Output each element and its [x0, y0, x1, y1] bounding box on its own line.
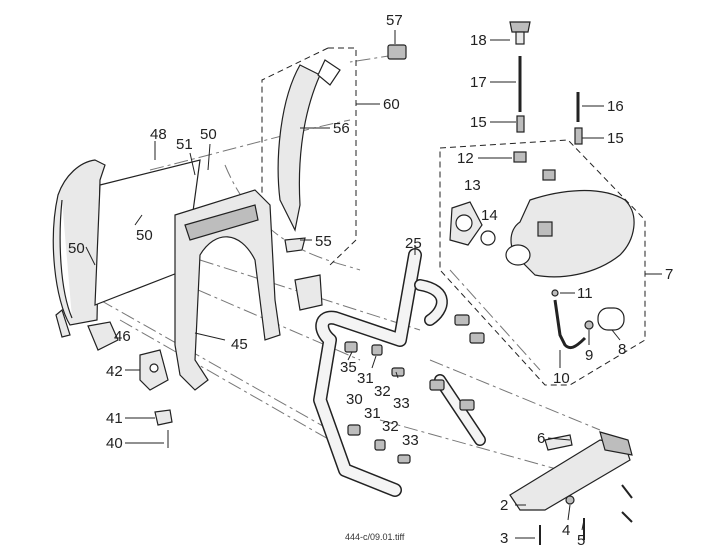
callout-45: 45	[231, 336, 248, 353]
callout-60: 60	[383, 96, 400, 113]
shoulder-strap	[277, 59, 341, 311]
bracket-60	[261, 47, 357, 266]
callout-2: 2	[500, 497, 508, 514]
screw-base-right-1	[621, 484, 633, 499]
callout-33-upper: 33	[393, 395, 410, 412]
callout-13: 13	[464, 177, 481, 194]
fuel-line	[553, 299, 587, 350]
callout-32-upper: 32	[374, 383, 391, 400]
callout-15-left: 15	[470, 114, 487, 131]
callout-50-mid: 50	[136, 227, 153, 244]
bent-tube	[313, 248, 486, 497]
callout-31-lower: 31	[364, 405, 381, 422]
strap-buckle	[387, 44, 407, 60]
connector-15a	[516, 115, 525, 133]
callout-50-left: 50	[68, 240, 85, 257]
grommet-12b	[542, 169, 556, 181]
connector-15b	[574, 127, 583, 145]
clamp-9	[584, 320, 594, 330]
callout-12: 12	[457, 150, 474, 167]
callout-11: 11	[577, 285, 593, 302]
callout-57: 57	[386, 12, 403, 29]
grommet-41	[154, 409, 173, 426]
backpack-frame	[174, 189, 281, 391]
callout-33-lower: 33	[402, 432, 419, 449]
callout-50-top: 50	[200, 126, 217, 143]
callout-8: 8	[618, 341, 626, 358]
callout-14: 14	[481, 207, 498, 224]
hardware-clamps	[344, 314, 485, 464]
handle-bracket	[139, 349, 169, 391]
clamp-11	[551, 289, 559, 297]
callout-16: 16	[607, 98, 624, 115]
callout-42: 42	[106, 363, 123, 380]
bracket-7	[439, 139, 646, 386]
file-reference: 444-c/09.01.tiff	[345, 532, 405, 542]
washer-4	[565, 495, 575, 505]
callout-17: 17	[470, 74, 487, 91]
leader-lines	[85, 30, 662, 539]
callout-9: 9	[585, 347, 593, 364]
callout-15-right: 15	[607, 130, 624, 147]
callout-4: 4	[562, 522, 570, 539]
callout-56: 56	[333, 120, 350, 137]
callout-25: 25	[405, 235, 422, 252]
fuel-filter	[597, 307, 625, 331]
callout-3: 3	[500, 530, 508, 547]
callout-5: 5	[577, 532, 585, 549]
callout-55: 55	[315, 233, 332, 250]
tank-fitting	[449, 201, 483, 246]
callout-51: 51	[176, 136, 193, 153]
callout-31-upper: 31	[357, 370, 374, 387]
callout-30: 30	[346, 391, 363, 408]
callout-10: 10	[553, 370, 570, 387]
fuel-tank	[505, 189, 635, 278]
callout-7: 7	[665, 266, 673, 283]
screw-base-right-2	[621, 511, 633, 523]
callout-32-lower: 32	[382, 418, 399, 435]
callout-labels: 57 60 56 55 48 50 51 50 50 46 45 42 41 4…	[68, 12, 673, 549]
o-ring	[480, 230, 496, 246]
callout-40: 40	[106, 435, 123, 452]
grommet-12a	[513, 151, 527, 163]
vent-cap	[509, 21, 531, 45]
callout-41: 41	[106, 410, 123, 427]
callout-46: 46	[114, 328, 131, 345]
callout-35: 35	[340, 359, 357, 376]
back-cushion	[52, 159, 119, 351]
callout-6: 6	[537, 430, 545, 447]
callout-18: 18	[470, 32, 487, 49]
callout-48: 48	[150, 126, 167, 143]
